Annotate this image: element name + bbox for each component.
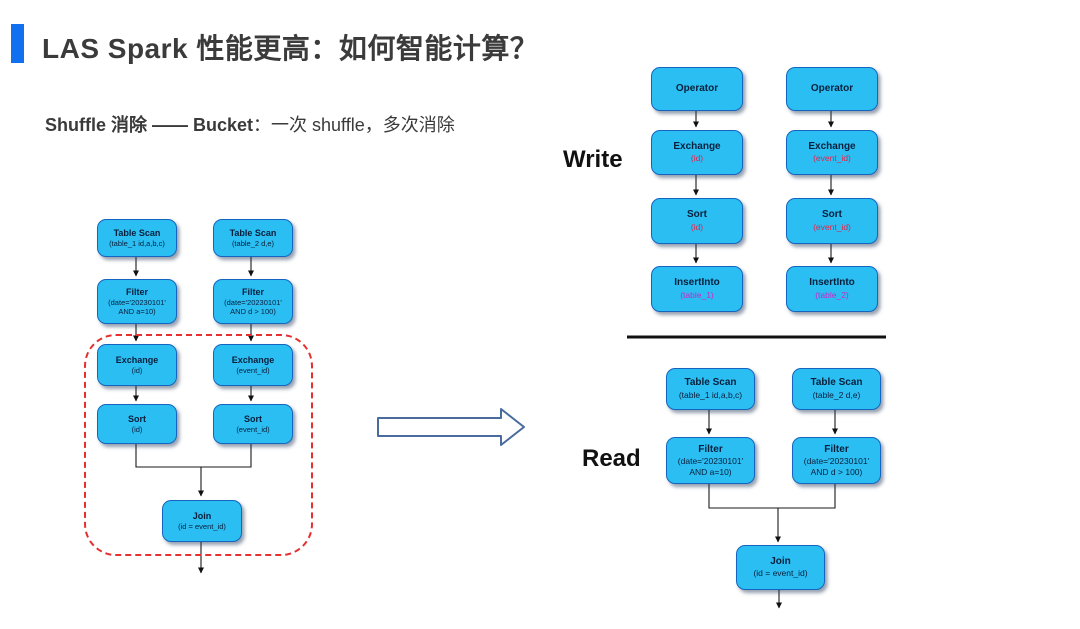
node-title: Filter [824, 443, 849, 455]
node-write-sort-1: Sort (id) [651, 198, 743, 244]
node-left-table-scan-2: Table Scan (table_2 d,e) [213, 219, 293, 257]
node-subtitle: (date='20230101' [677, 456, 744, 467]
node-subtitle: (event_id) [236, 365, 270, 375]
node-write-insertinto-1: InsertInto (table_1) [651, 266, 743, 312]
node-subtitle: AND a=10) [118, 307, 156, 317]
node-subtitle: (table_1 id,a,b,c) [109, 238, 165, 248]
node-subtitle: AND d > 100) [230, 307, 276, 317]
node-subtitle: (table_1 id,a,b,c) [678, 389, 743, 400]
node-subtitle: AND a=10) [689, 466, 732, 477]
subtitle: Shuffle 消除 —— Bucket：一次 shuffle，多次消除 [45, 111, 455, 137]
node-write-exchange-1: Exchange (id) [651, 130, 743, 175]
node-left-exchange-1: Exchange (id) [97, 344, 177, 386]
node-read-filter-1: Filter (date='20230101' AND a=10) [666, 437, 755, 484]
node-title: Table Scan [810, 377, 863, 389]
node-subtitle: AND d > 100) [810, 466, 863, 477]
node-title: Sort [128, 413, 146, 424]
connector-read-filters-merge [708, 482, 836, 509]
node-left-filter-1: Filter (date='20230101' AND a=10) [97, 279, 177, 324]
node-subtitle: (event_id) [236, 424, 270, 434]
node-title: Join [192, 510, 212, 521]
node-title: InsertInto [674, 277, 720, 289]
write-section-label: Write [563, 146, 623, 173]
node-subtitle: (id) [131, 365, 143, 375]
node-read-filter-2: Filter (date='20230101' AND d > 100) [792, 437, 881, 484]
node-subtitle: (table_2) [815, 289, 849, 300]
node-write-operator-1: Operator [651, 67, 743, 111]
node-title: Table Scan [229, 227, 277, 238]
node-subtitle: (id = event_id) [178, 521, 226, 531]
node-title: Operator [810, 82, 854, 94]
node-subtitle: (date='20230101' [224, 297, 282, 307]
node-title: Table Scan [684, 377, 737, 389]
node-title: Sort [822, 209, 842, 221]
node-subtitle: (event_id) [813, 221, 851, 232]
node-write-insertinto-2: InsertInto (table_2) [786, 266, 878, 312]
node-title: Operator [675, 82, 719, 94]
node-title: Filter [241, 286, 264, 297]
node-title: Exchange [673, 140, 721, 152]
node-subtitle: (event_id) [813, 153, 851, 164]
node-left-sort-2: Sort (event_id) [213, 404, 293, 444]
node-title: Join [770, 555, 791, 567]
node-title: InsertInto [809, 277, 855, 289]
node-read-table-scan-1: Table Scan (table_1 id,a,b,c) [666, 368, 755, 410]
node-subtitle: (id = event_id) [753, 568, 808, 579]
node-subtitle: (id) [690, 153, 704, 164]
node-subtitle: (table_2 d,e) [231, 238, 275, 248]
node-read-table-scan-2: Table Scan (table_2 d,e) [792, 368, 881, 410]
node-title: Table Scan [113, 227, 161, 238]
node-title: Filter [125, 286, 148, 297]
page-title: LAS Spark 性能更高：如何智能计算？ [42, 33, 539, 64]
node-subtitle: (table_1) [680, 289, 714, 300]
node-write-sort-2: Sort (event_id) [786, 198, 878, 244]
node-title: Sort [244, 413, 262, 424]
node-title: Exchange [808, 140, 856, 152]
read-section-label: Read [582, 445, 641, 472]
node-read-join: Join (id = event_id) [736, 545, 825, 590]
node-left-sort-1: Sort (id) [97, 404, 177, 444]
node-subtitle: (date='20230101' [108, 297, 166, 307]
node-title: Exchange [115, 354, 159, 365]
subtitle-rest: ：一次 shuffle，多次消除 [253, 115, 455, 135]
subtitle-bold: Shuffle 消除 —— Bucket [45, 115, 254, 135]
node-write-operator-2: Operator [786, 67, 878, 111]
node-left-filter-2: Filter (date='20230101' AND d > 100) [213, 279, 293, 324]
node-subtitle: (id) [690, 221, 704, 232]
node-subtitle: (table_2 d,e) [812, 389, 861, 400]
shuffle-elimination-zone [84, 334, 313, 556]
node-title: Exchange [231, 354, 275, 365]
node-subtitle: (date='20230101' [803, 456, 870, 467]
node-subtitle: (id) [131, 424, 143, 434]
title-accent-bar [11, 24, 24, 63]
node-left-table-scan-1: Table Scan (table_1 id,a,b,c) [97, 219, 177, 257]
node-write-exchange-2: Exchange (event_id) [786, 130, 878, 175]
node-title: Sort [687, 209, 707, 221]
node-left-exchange-2: Exchange (event_id) [213, 344, 293, 386]
node-left-join: Join (id = event_id) [162, 500, 242, 542]
transform-block-arrow-icon [377, 408, 525, 446]
node-title: Filter [698, 443, 723, 455]
